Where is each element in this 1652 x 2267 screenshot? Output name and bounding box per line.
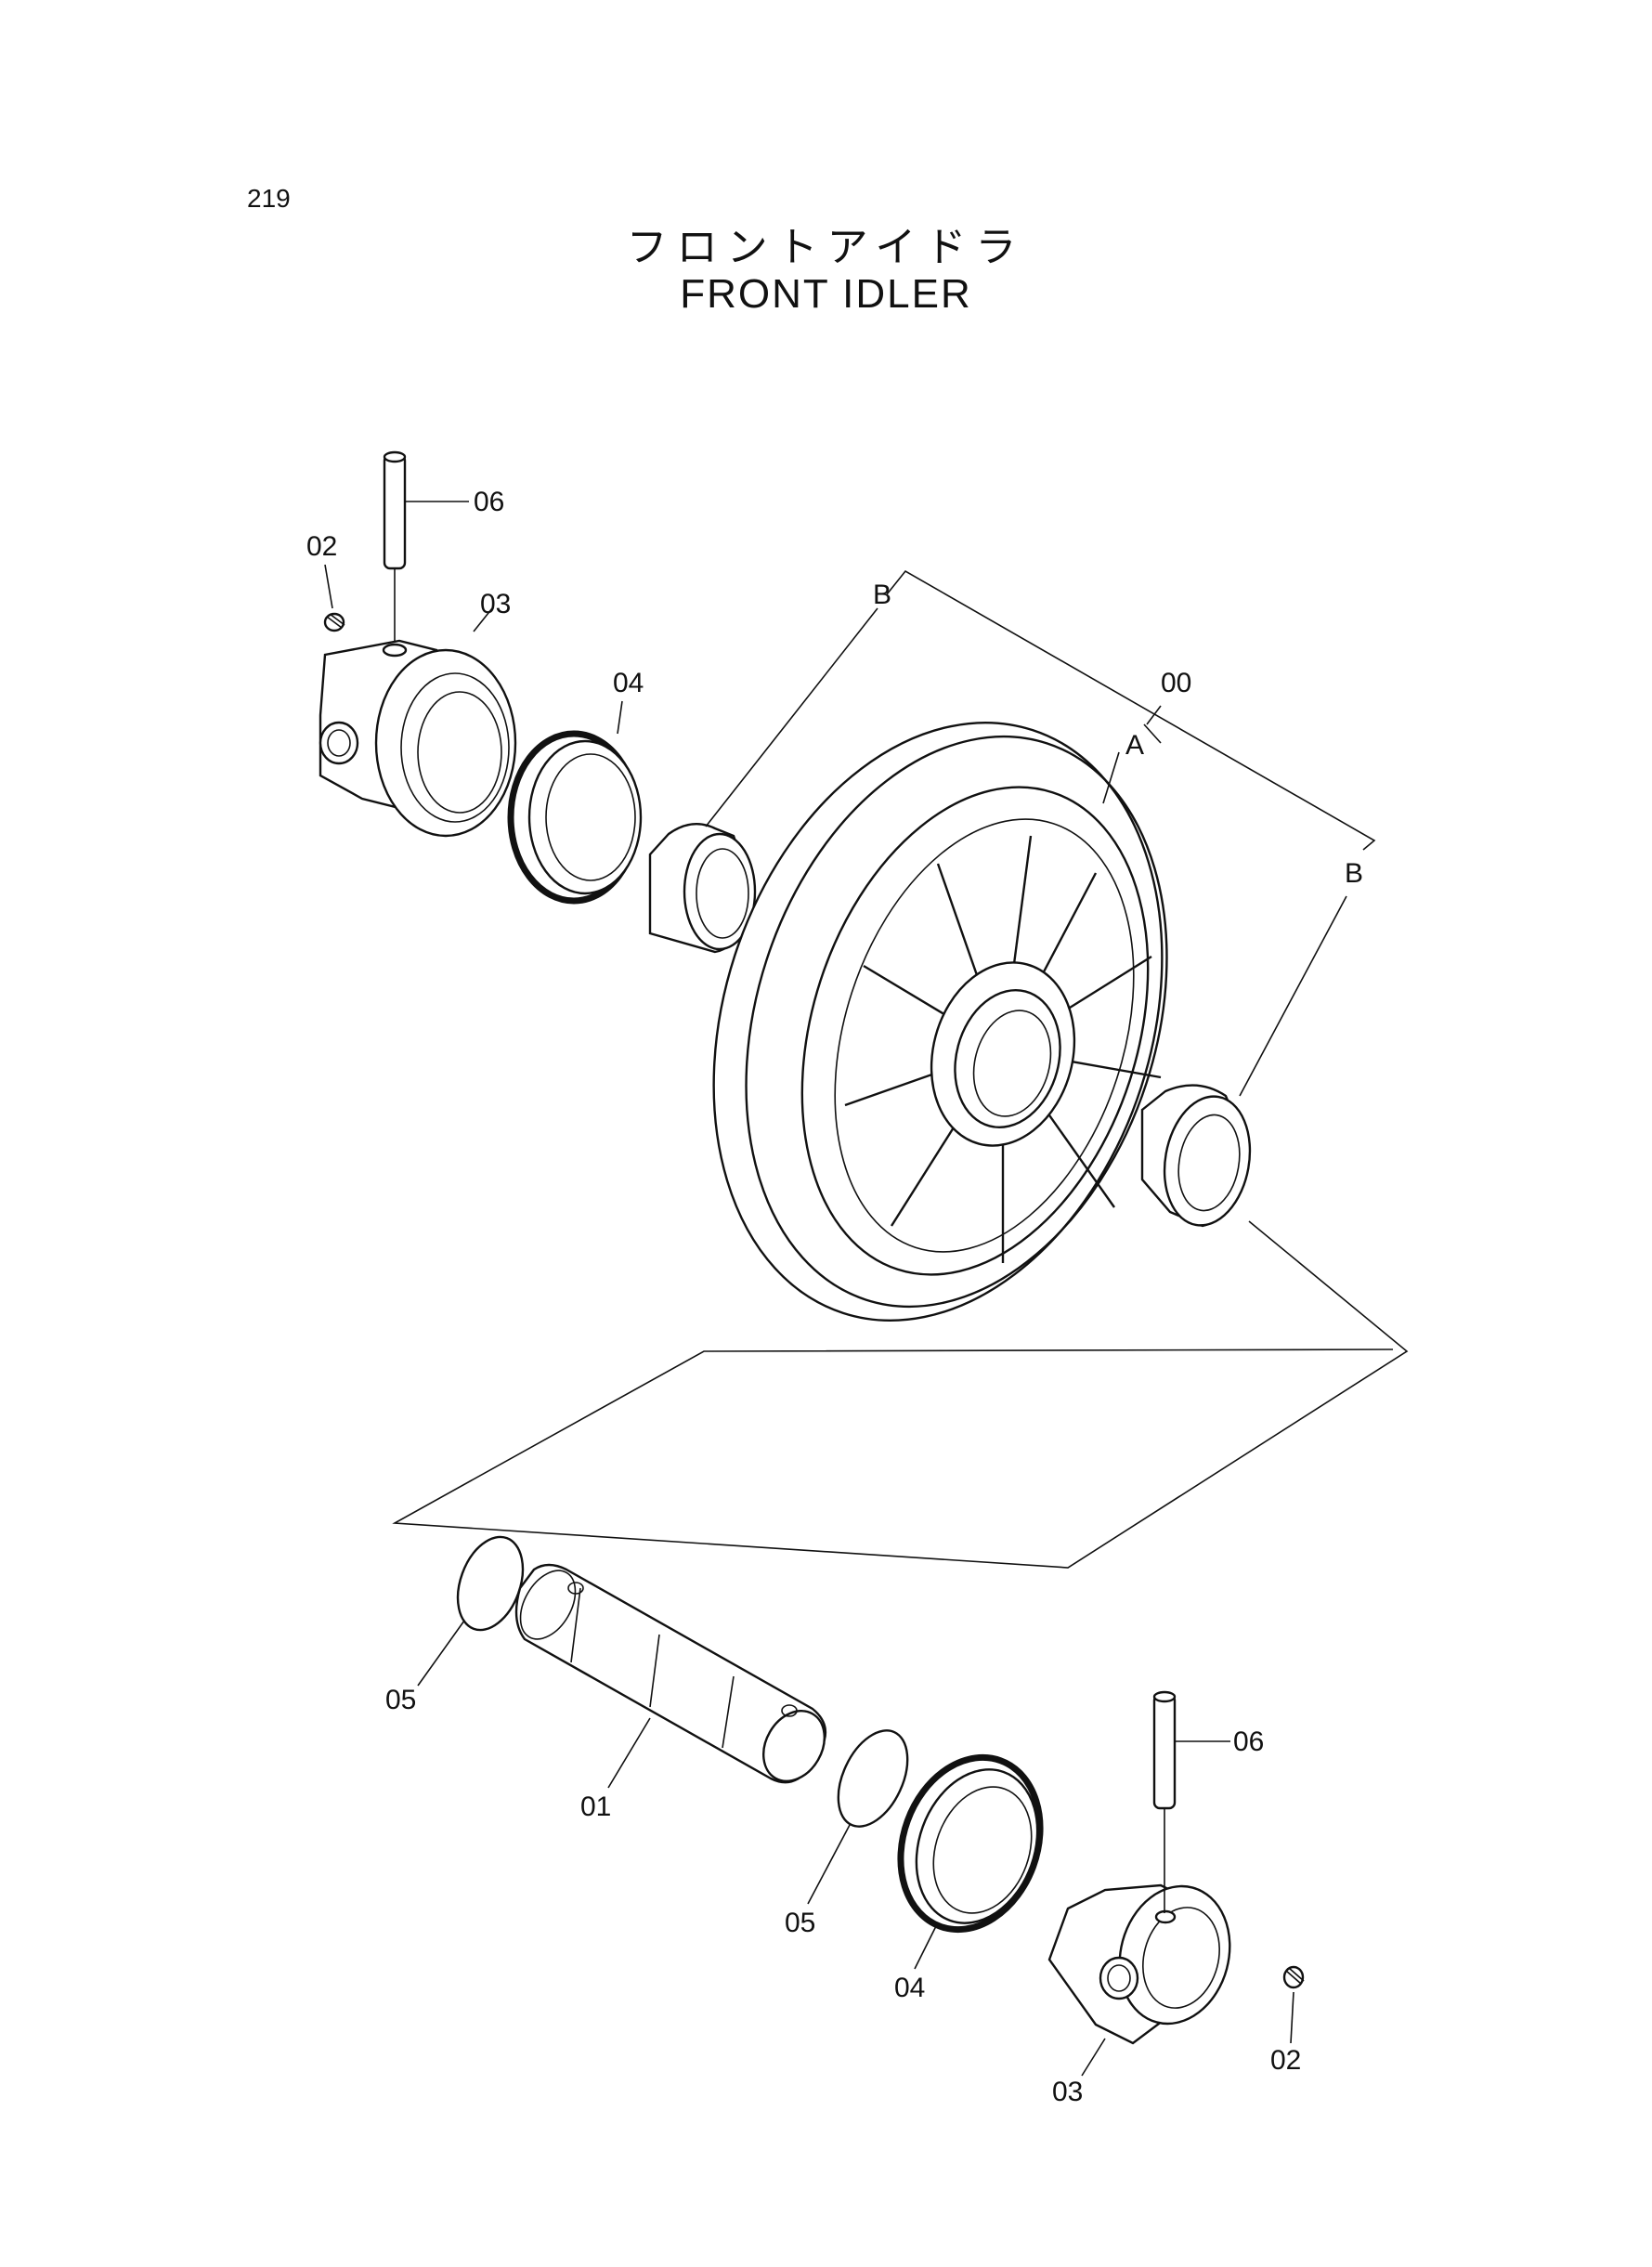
spring-pin-bottom: [1152, 1690, 1177, 1913]
callout-05-left: 05: [385, 1685, 416, 1715]
callout-06-bottom: 06: [1233, 1726, 1264, 1757]
callout-B-right: B: [1345, 858, 1363, 889]
leader-00: [1146, 705, 1162, 725]
o-ring-right: [837, 1729, 909, 1828]
callout-03-bottom: 03: [1052, 2077, 1083, 2107]
leader-05-right: [807, 1824, 851, 1905]
assembly-bracket-lower: [392, 1220, 1409, 1569]
plug-top: [323, 612, 345, 632]
collar-bottom: [1047, 1883, 1231, 2045]
leader-01: [607, 1717, 651, 1789]
floating-seal-top: [507, 730, 643, 905]
leader-02-top: [324, 564, 333, 609]
leader-A: [1102, 751, 1120, 804]
spring-pin-top: [383, 450, 407, 650]
title-japanese: フロントアイドラ: [626, 224, 1026, 271]
page-number: 219: [247, 184, 291, 213]
leader-03-top: [473, 607, 493, 632]
callout-A: A: [1125, 730, 1144, 761]
assembly-bracket-upper: [886, 569, 1376, 851]
leader-05-left: [417, 1620, 465, 1687]
callout-04-top: 04: [613, 668, 644, 698]
title-english: FRONT IDLER: [680, 271, 972, 317]
bushing-top: [648, 823, 757, 954]
callout-06-top: 06: [474, 487, 504, 517]
idler-wheel: [712, 722, 1168, 1322]
callout-05-right: 05: [785, 1908, 815, 1938]
floating-seal-bottom: [897, 1753, 1044, 1934]
callout-B-top: B: [873, 580, 891, 610]
collar-top: [319, 639, 517, 838]
leader-B-top: [705, 607, 878, 827]
leader-B-right: [1239, 895, 1347, 1097]
leader-03-bottom: [1081, 2038, 1106, 2077]
leader-02-bottom: [1290, 1991, 1294, 2044]
leader-04-top: [617, 700, 623, 735]
bushing-right: [1140, 1084, 1252, 1228]
callout-04-bottom: 04: [894, 1973, 925, 2003]
callout-00: 00: [1161, 668, 1191, 698]
idler-shaft: [514, 1563, 826, 1784]
callout-02-top: 02: [306, 531, 337, 562]
leader-04-bottom: [914, 1922, 939, 1970]
callout-02-bottom: 02: [1270, 2045, 1301, 2076]
plug-bottom: [1282, 1965, 1305, 1989]
callout-01: 01: [580, 1791, 611, 1822]
callout-03-top: 03: [480, 589, 511, 619]
